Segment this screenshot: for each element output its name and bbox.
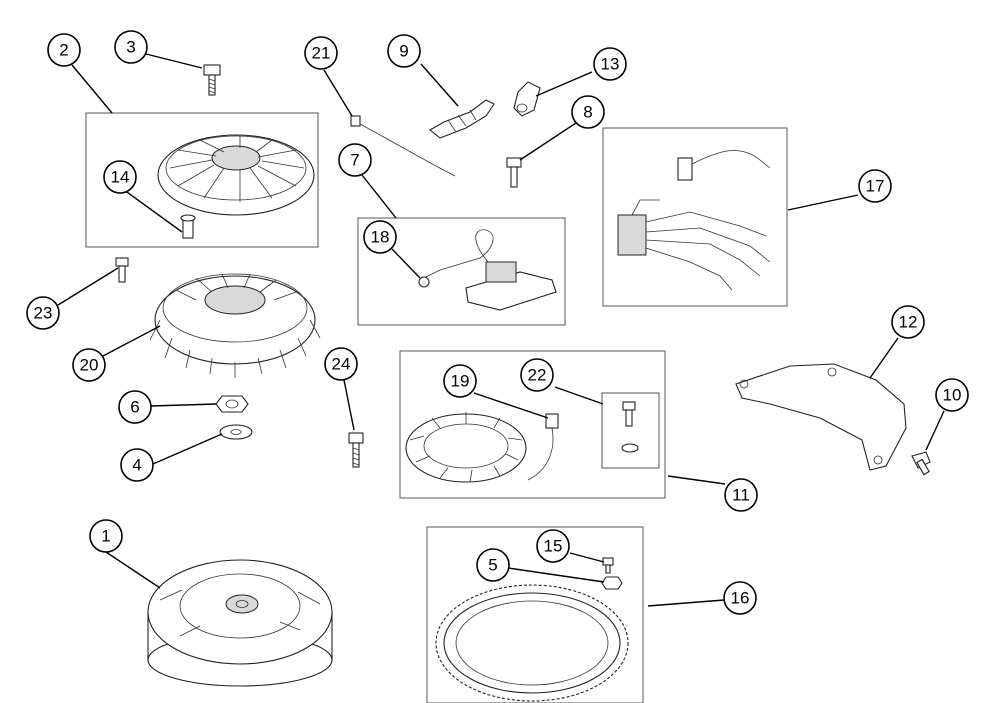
- callout-13: 13: [593, 47, 627, 81]
- callout-17: 17: [858, 169, 892, 203]
- svg-text:2: 2: [59, 41, 68, 60]
- svg-text:20: 20: [80, 356, 99, 375]
- callout-6: 6: [118, 390, 152, 424]
- callout-18: 18: [363, 220, 397, 254]
- nut-6-part: [215, 395, 249, 413]
- callout-15: 15: [536, 529, 570, 563]
- callout-16: 16: [723, 581, 757, 615]
- ring-gear-part: [435, 584, 629, 702]
- svg-text:23: 23: [34, 304, 53, 323]
- callout-24: 24: [324, 347, 358, 381]
- svg-text:6: 6: [130, 398, 139, 417]
- svg-text:5: 5: [488, 556, 497, 575]
- svg-text:1: 1: [101, 527, 110, 546]
- bolt-3-part: [203, 64, 221, 96]
- tie-strap-part: [350, 115, 456, 177]
- svg-text:18: 18: [371, 228, 390, 247]
- svg-text:19: 19: [451, 372, 470, 391]
- fan-part: [149, 273, 321, 378]
- screw-14-part: [180, 214, 196, 239]
- rewind-screen-part: [157, 134, 315, 216]
- stator-hardware-part: [621, 401, 639, 453]
- bolt-8-part: [506, 157, 522, 188]
- svg-text:13: 13: [601, 55, 620, 74]
- svg-text:10: 10: [943, 386, 962, 405]
- box-alternator-group: [399, 350, 666, 499]
- box-hardware-group: [601, 392, 660, 469]
- svg-text:22: 22: [528, 366, 547, 385]
- nut-5-part: [601, 576, 623, 590]
- leader-lines: [57, 53, 945, 607]
- box-armature-group: [357, 217, 566, 326]
- callout-10: 10: [935, 378, 969, 412]
- callout-3: 3: [114, 30, 148, 64]
- svg-text:8: 8: [583, 103, 592, 122]
- box-screen-group: [85, 112, 319, 248]
- callout-20: 20: [72, 348, 106, 382]
- callout-4: 4: [120, 448, 154, 482]
- spark-plug-boot-part: [513, 81, 541, 117]
- callout-12: 12: [891, 305, 925, 339]
- svg-text:11: 11: [732, 486, 750, 505]
- ignition-armature-part: [418, 229, 557, 311]
- spark-plug-part: [429, 99, 495, 139]
- callout-5: 5: [476, 548, 510, 582]
- svg-text:21: 21: [312, 44, 331, 63]
- screw-15-part: [602, 557, 614, 574]
- svg-text:24: 24: [332, 355, 351, 374]
- svg-text:7: 7: [350, 151, 359, 170]
- callout-8: 8: [571, 95, 605, 129]
- svg-text:17: 17: [866, 177, 885, 196]
- washer-4-part: [219, 424, 253, 440]
- callout-2: 2: [47, 33, 81, 67]
- svg-text:3: 3: [126, 38, 135, 57]
- callout-7: 7: [338, 143, 372, 177]
- callout-11: 11: [724, 478, 758, 512]
- callout-22: 22: [520, 358, 554, 392]
- callout-21: 21: [304, 36, 338, 70]
- svg-text:4: 4: [132, 456, 141, 475]
- bolt-24-part: [348, 432, 364, 468]
- svg-text:14: 14: [111, 168, 130, 187]
- callout-1: 1: [89, 519, 123, 553]
- box-ring-gear-group: [426, 526, 644, 703]
- callout-19: 19: [443, 364, 477, 398]
- svg-text:12: 12: [899, 313, 918, 332]
- box-harness-group: [602, 127, 788, 307]
- wiring-harness-part: [617, 150, 771, 291]
- svg-text:9: 9: [399, 42, 408, 61]
- bolt-10-part: [911, 451, 931, 476]
- bracket-part: [735, 363, 907, 471]
- screw-23-part: [115, 257, 129, 283]
- callout-23: 23: [26, 296, 60, 330]
- callout-9: 9: [387, 34, 421, 68]
- flywheel-part: [147, 559, 333, 687]
- svg-text:15: 15: [544, 537, 563, 556]
- callout-14: 14: [103, 160, 137, 194]
- svg-text:16: 16: [731, 589, 750, 608]
- alternator-stator-part: [405, 412, 559, 483]
